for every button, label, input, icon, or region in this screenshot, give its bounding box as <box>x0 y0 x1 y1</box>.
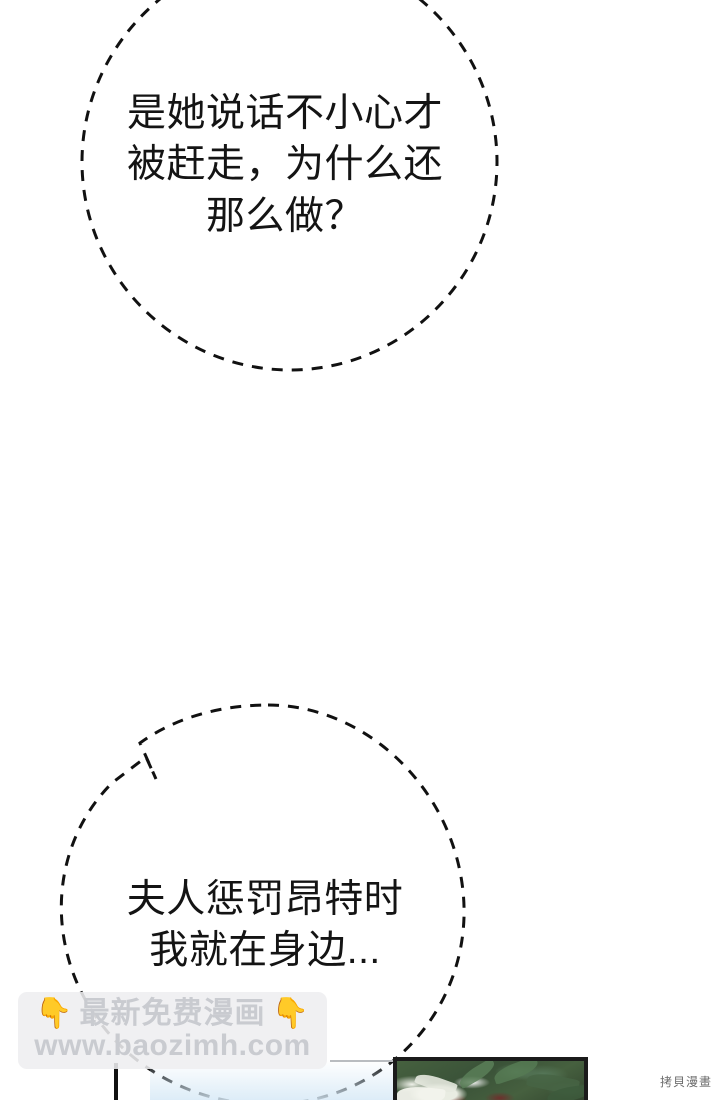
watermark-line-1: 👇 最新免费漫画 👇 <box>35 999 310 1029</box>
panel-gutter-stroke <box>114 1063 118 1100</box>
speech-bubble-2-text: 夫人惩罚昂特时 我就在身边... <box>126 878 404 973</box>
panel-divider-rule <box>330 1060 394 1062</box>
pointing-down-hand-icon: 👇 <box>35 997 74 1031</box>
foliage-panel <box>393 1057 588 1100</box>
watermark-tagline: 最新免费漫画 <box>79 997 266 1031</box>
credit-label: 拷貝漫畫 <box>659 1075 712 1089</box>
pointing-down-hand-icon: 👇 <box>271 997 310 1031</box>
watermark-url: www.baozimh.com <box>34 1029 311 1063</box>
site-watermark: 👇 最新免费漫画 👇 www.baozimh.com <box>18 992 327 1069</box>
speech-bubble-1-text: 是她说话不小心才 被赶走，为什么还 那么做？ <box>126 92 443 238</box>
